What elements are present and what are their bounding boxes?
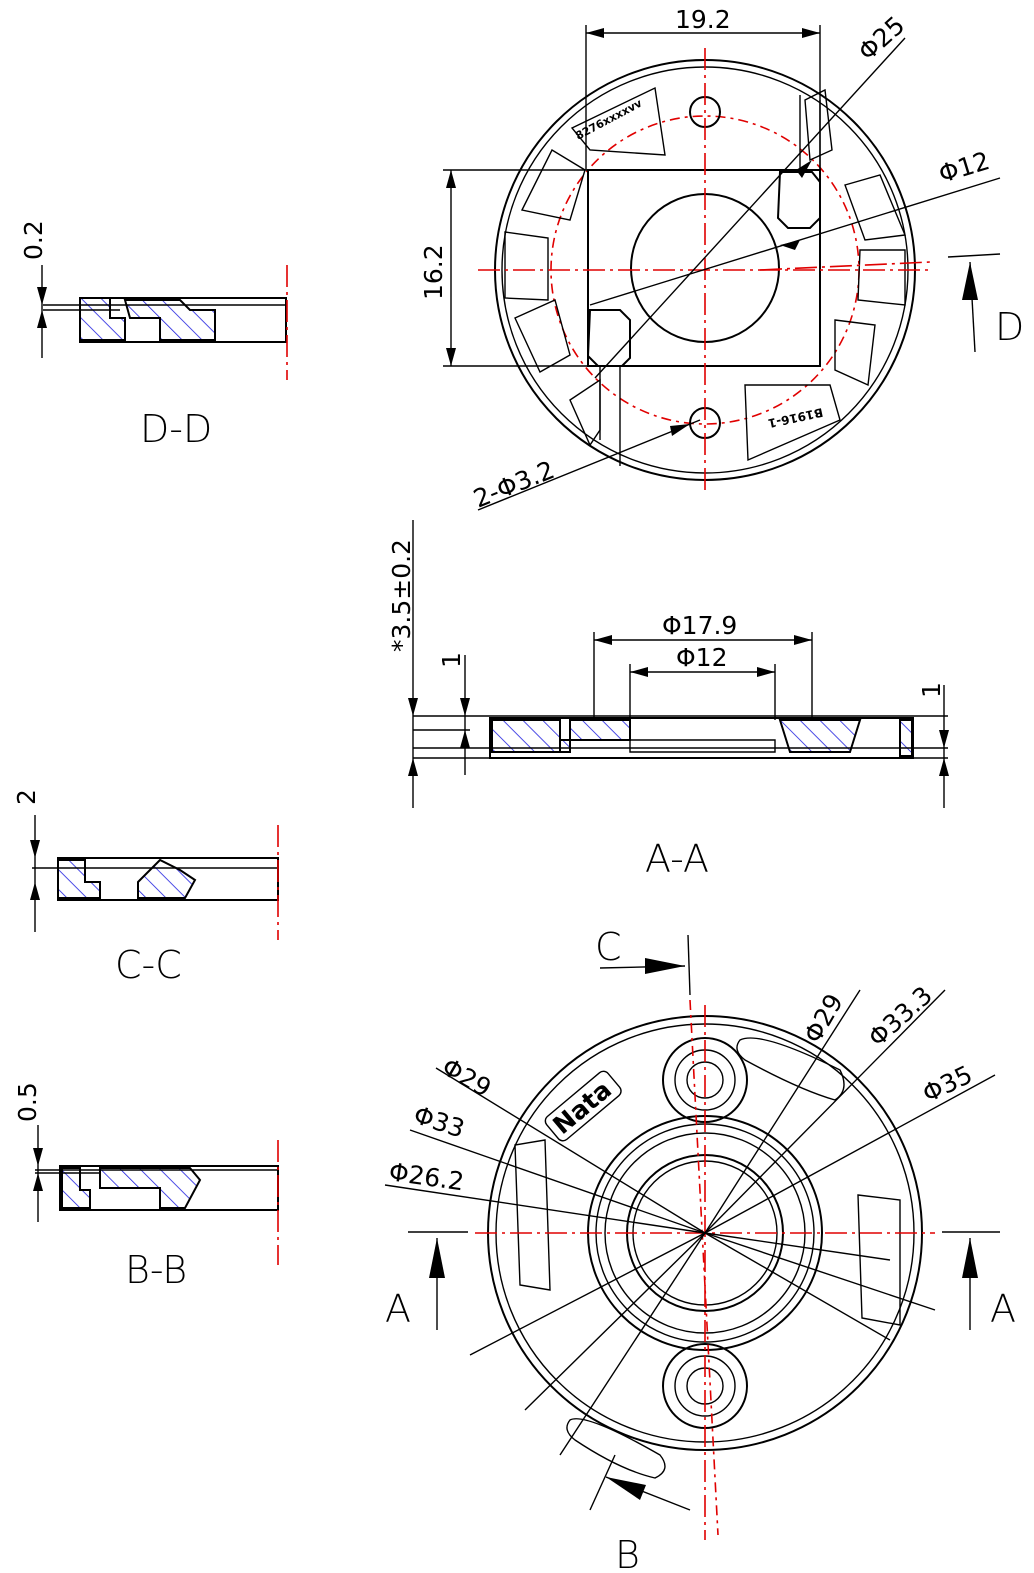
label-bb: B-B	[125, 1248, 187, 1292]
dim-d33: Φ33	[410, 1100, 468, 1143]
dim-d12-aa: Φ12	[676, 643, 728, 672]
section-bb: 0.5 B-B	[13, 1082, 279, 1292]
dim-19-2: 19.2	[675, 5, 731, 34]
engraving-top-left: 8276xxxxvv	[573, 96, 645, 142]
dim-dd-02: 0.2	[19, 220, 48, 260]
label-aa: A-A	[645, 837, 709, 881]
dim-holes: 2-Φ3.2	[469, 455, 558, 513]
label-cc: C-C	[115, 943, 182, 987]
dim-d25: Φ25	[853, 10, 911, 66]
top-view: 8276xxxxvv B1916-1 Φ25 19.2 Φ12 16.2 2-Φ…	[419, 5, 1024, 514]
bottom-view: Nata Φ29 Φ33 Φ26.2 Φ29 Φ33.3 Φ35 A A	[384, 925, 1016, 1573]
label-dd: D-D	[140, 407, 212, 451]
marker-a-right: A	[990, 1287, 1016, 1331]
dim-bb-05: 0.5	[13, 1082, 42, 1122]
dim-d26-2: Φ26.2	[387, 1157, 466, 1196]
dim-16-2: 16.2	[419, 244, 448, 300]
section-cc: 2 C-C	[12, 789, 279, 987]
engraving-top-bottom: B1916-1	[767, 405, 825, 430]
marker-c: C	[595, 925, 622, 969]
marker-b: B	[615, 1533, 640, 1573]
section-aa: *3.5±0.2 1 1 Φ17.9 Φ12 A-A	[387, 520, 949, 881]
dim-d17-9: Φ17.9	[662, 611, 737, 640]
marker-d: D	[995, 305, 1024, 349]
dim-one-left: 1	[437, 652, 466, 668]
dim-cc-2: 2	[12, 789, 41, 805]
dim-3-5: *3.5±0.2	[387, 539, 416, 652]
dim-one-right: 1	[917, 682, 946, 698]
dim-d33-3: Φ33.3	[863, 980, 938, 1052]
marker-a-left: A	[385, 1287, 411, 1331]
dim-d29-left: Φ29	[437, 1052, 496, 1103]
section-dd: 0.2 D-D	[19, 220, 288, 451]
